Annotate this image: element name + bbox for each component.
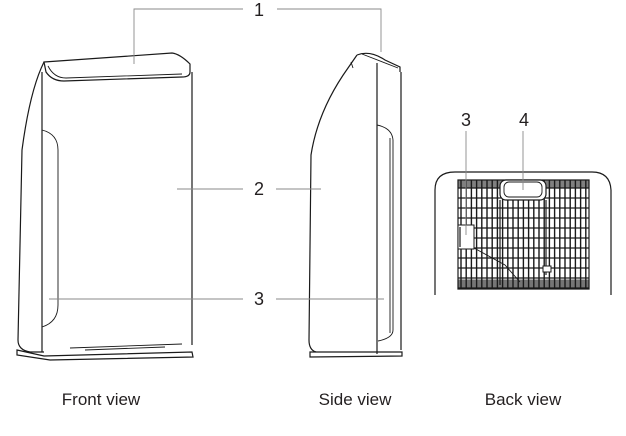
back-view-drawing (434, 171, 612, 295)
back-view-label: Back view (484, 390, 562, 409)
callout-3: 3 (253, 289, 265, 309)
callout-3-back: 3 (460, 110, 472, 130)
side-view-label: Side view (318, 390, 392, 409)
leader-lines (49, 8, 524, 300)
front-view-drawing (16, 52, 194, 361)
side-view-drawing (308, 52, 403, 358)
callout-2: 2 (253, 179, 265, 199)
callout-1: 1 (253, 0, 265, 20)
callout-4: 4 (518, 110, 530, 130)
front-view-label: Front view (61, 390, 141, 409)
